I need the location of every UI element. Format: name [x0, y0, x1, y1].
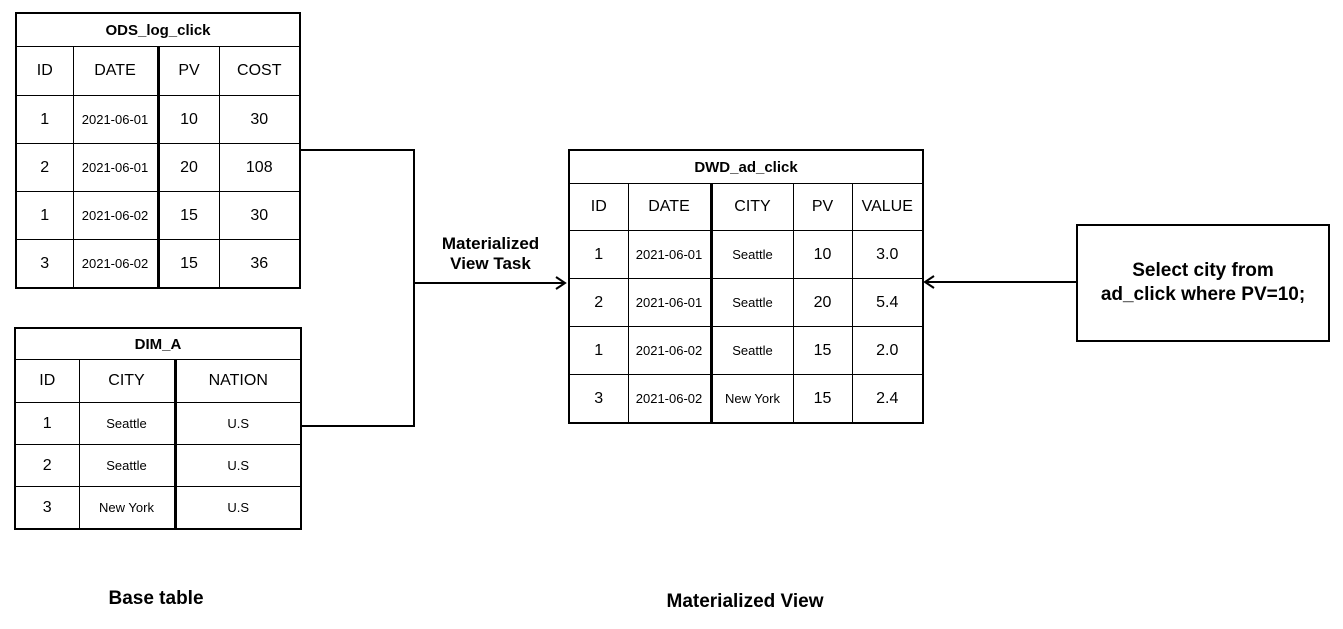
- column-header-city: CITY: [78, 359, 177, 403]
- table-cell: 2.4: [851, 374, 924, 424]
- table-cell: 2: [15, 143, 74, 192]
- table-cell: 2021-06-02: [627, 326, 713, 375]
- table-cell: U.S: [174, 402, 302, 445]
- table-cell: 2021-06-01: [627, 230, 713, 279]
- table-cell: 5.4: [851, 278, 924, 327]
- query-box: Select city from ad_click where PV=10;: [1076, 224, 1330, 342]
- table-cell: Seattle: [710, 326, 794, 375]
- table-cell: 2021-06-01: [627, 278, 713, 327]
- column-header-nation: NATION: [174, 359, 302, 403]
- table-cell: New York: [710, 374, 794, 424]
- table-cell: 30: [218, 191, 301, 240]
- materialized-view-task-label: Materialized View Task: [414, 234, 567, 274]
- table-cell: 2021-06-01: [72, 143, 160, 192]
- column-header-id: ID: [568, 183, 629, 231]
- dwd-table-title: DWD_ad_click: [568, 149, 924, 184]
- query-text-line1: Select city from: [1132, 260, 1274, 281]
- table-cell: 2021-06-02: [72, 239, 160, 289]
- table-cell: 1: [15, 95, 74, 144]
- column-header-pv: PV: [157, 46, 220, 96]
- dim-table-title: DIM_A: [14, 327, 302, 360]
- column-header-id: ID: [14, 359, 80, 403]
- table-cell: 108: [218, 143, 301, 192]
- task-label-line2: View Task: [450, 254, 531, 273]
- table-cell: 20: [157, 143, 220, 192]
- column-header-id: ID: [15, 46, 74, 96]
- task-label-line1: Materialized: [441, 234, 540, 253]
- table-cell: 1: [568, 230, 629, 279]
- table-title-row: ODS_log_click: [15, 12, 301, 47]
- table-cell: 2: [568, 278, 629, 327]
- table-cell: Seattle: [710, 230, 794, 279]
- table-cell: 2: [14, 444, 80, 487]
- table-cell: U.S: [174, 486, 302, 530]
- table-cell: 10: [792, 230, 853, 279]
- table-cell: 15: [792, 326, 853, 375]
- table-cell: Seattle: [78, 402, 177, 445]
- table-cell: Seattle: [710, 278, 794, 327]
- query-arrow-head: [923, 275, 935, 289]
- table-cell: 15: [157, 191, 220, 240]
- table-cell: 15: [157, 239, 220, 289]
- column-header-value: VALUE: [851, 183, 924, 231]
- table-cell: 36: [218, 239, 301, 289]
- column-header-date: DATE: [72, 46, 160, 96]
- table-cell: 30: [218, 95, 301, 144]
- column-header-pv: PV: [792, 183, 853, 231]
- task-arrow-head: [555, 276, 567, 290]
- table-cell: 2.0: [851, 326, 924, 375]
- table-cell: 1: [568, 326, 629, 375]
- table-cell: 3: [568, 374, 629, 424]
- column-header-city: CITY: [710, 183, 794, 231]
- table-cell: Seattle: [78, 444, 177, 487]
- table-cell: 1: [15, 191, 74, 240]
- query-text: Select city from ad_click where PV=10;: [1101, 259, 1305, 307]
- query-text-line2: ad_click where PV=10;: [1100, 284, 1306, 305]
- table-cell: 3: [14, 486, 80, 530]
- table-cell: 15: [792, 374, 853, 424]
- table-cell: 2021-06-02: [627, 374, 713, 424]
- table-cell: 2021-06-02: [72, 191, 160, 240]
- base-tables-bracket-line: [299, 149, 415, 427]
- table-title-row: DWD_ad_click: [568, 149, 924, 184]
- table-cell: 3: [15, 239, 74, 289]
- base-table-caption: Base table: [108, 588, 204, 609]
- table-cell: 10: [157, 95, 220, 144]
- table-title-row: DIM_A: [14, 327, 302, 360]
- column-header-cost: COST: [218, 46, 301, 96]
- column-header-date: DATE: [627, 183, 713, 231]
- table-cell: 2021-06-01: [72, 95, 160, 144]
- table-cell: U.S: [174, 444, 302, 487]
- ods-table-title: ODS_log_click: [15, 12, 301, 47]
- table-cell: New York: [78, 486, 177, 530]
- table-cell: 3.0: [851, 230, 924, 279]
- table-cell: 20: [792, 278, 853, 327]
- table-cell: 1: [14, 402, 80, 445]
- materialized-view-caption: Materialized View: [666, 591, 824, 612]
